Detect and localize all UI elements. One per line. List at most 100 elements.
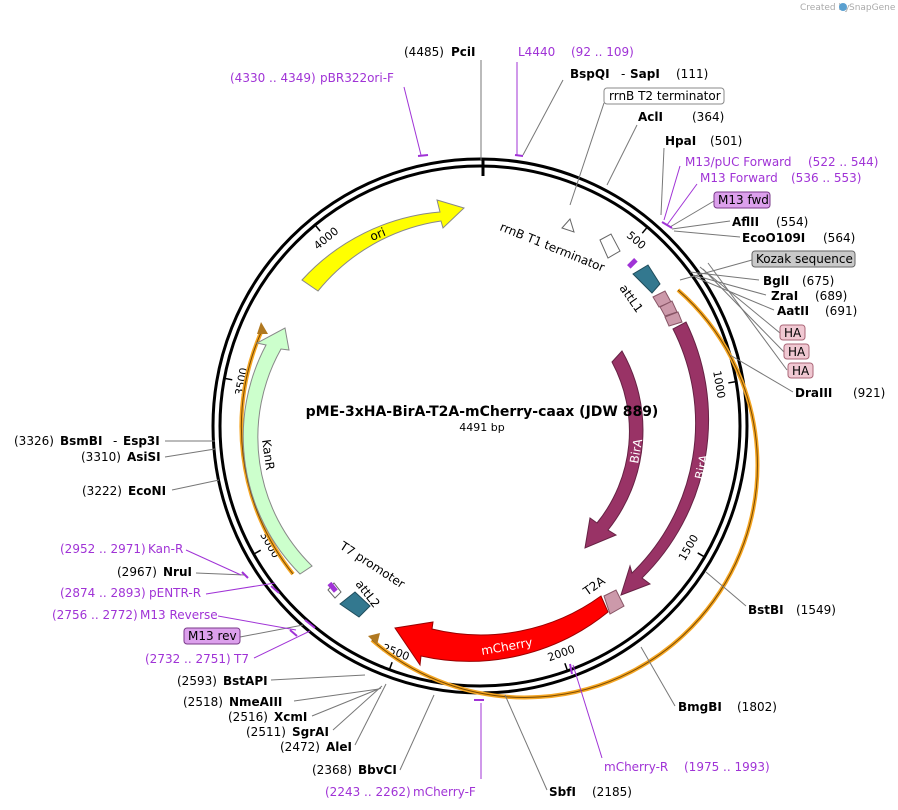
eco0109i-pos: (564): [823, 231, 855, 245]
mcherry-arrow: [394, 595, 609, 667]
site-zrai[interactable]: ZraI (689): [771, 289, 847, 303]
site-alei[interactable]: (2472) AleI: [280, 740, 352, 754]
bstbi-name: BstBI: [748, 603, 784, 617]
bira-inner-label: BirA: [627, 437, 645, 465]
site-m13-forward[interactable]: M13 Forward (536 .. 553): [700, 171, 861, 185]
site-kozak[interactable]: Kozak sequence: [751, 250, 856, 268]
site-bgli[interactable]: BglI (675): [763, 274, 834, 288]
bmgbi-name: BmgBI: [678, 700, 722, 714]
ha-1-box: [779, 324, 806, 341]
site-aatii[interactable]: AatII (691): [777, 304, 857, 318]
orange-bar-main-edge: [371, 289, 758, 698]
sgrai-name: SgrAI: [292, 725, 329, 739]
bstbi-pos: (1549): [796, 603, 836, 617]
t7-name: T7: [233, 652, 249, 666]
site-xcmi[interactable]: (2516) XcmI: [228, 710, 307, 724]
orange-bar-kan-edge: [240, 327, 294, 575]
site-ha-2[interactable]: HA: [783, 343, 810, 360]
aatii-pos: (691): [825, 304, 857, 318]
kan-r-name: Kan-R: [148, 542, 183, 556]
nmeaiii-pos: (2518): [183, 695, 223, 709]
site-rrnb-t2[interactable]: rrnB T2 terminator: [603, 87, 725, 105]
site-nrui[interactable]: (2967) NruI: [117, 565, 192, 579]
site-asisi[interactable]: (3310) AsiSI: [81, 450, 161, 464]
site-pbr322[interactable]: (4330 .. 4349) pBR322ori-F: [230, 71, 394, 85]
site-t7[interactable]: (2732 .. 2751) T7: [145, 652, 249, 666]
tick-3500: [225, 377, 233, 381]
feature-rrnb-t1[interactable]: rrnB T1 terminator: [498, 218, 621, 275]
site-acli[interactable]: AclI (364): [638, 110, 724, 124]
m13-rev-label: M13 rev: [188, 629, 237, 643]
bspqi-name: BspQI: [570, 67, 610, 81]
tick-label-1500: 1500: [676, 532, 701, 563]
tick-label-1000: 1000: [710, 370, 728, 400]
kozak-box: [751, 250, 856, 268]
site-l4440[interactable]: L4440 (92 .. 109): [518, 45, 634, 59]
site-nmeaiii[interactable]: (2518) NmeAIII: [183, 695, 282, 709]
site-m13-fwd-box[interactable]: M13 fwd: [713, 191, 771, 209]
site-hpai[interactable]: HpaI (501): [665, 134, 742, 148]
site-pcii[interactable]: (4485) PciI: [404, 45, 476, 59]
esp3i-name: Esp3I: [123, 434, 160, 448]
sgrai-pos: (2511): [246, 725, 286, 739]
kozak-label: Kozak sequence: [756, 252, 853, 266]
site-m13-rev-box[interactable]: M13 rev: [183, 627, 241, 645]
ori-label: ori: [368, 225, 388, 244]
pbr322-range: (4330 .. 4349): [230, 71, 316, 85]
sapi-name: SapI: [630, 67, 660, 81]
backbone-inner-ring: [218, 164, 742, 688]
site-eco0109i[interactable]: EcoO109I (564): [742, 231, 855, 245]
snapgene-logo-icon: [839, 3, 847, 11]
feature-ha-tags[interactable]: [652, 290, 683, 327]
asisi-pos: (3310): [81, 450, 121, 464]
zrai-pos: (689): [815, 289, 847, 303]
nrui-name: NruI: [163, 565, 192, 579]
primer-marks: [241, 154, 673, 701]
m13puc-range: (522 .. 544): [808, 155, 878, 169]
mcherry-f-range: (2243 .. 2262): [325, 785, 411, 799]
nmeaiii-name: NmeAIII: [229, 695, 282, 709]
feature-attl2[interactable]: attL2: [339, 577, 383, 618]
sbfi-pos: (2185): [592, 785, 632, 799]
site-draiii[interactable]: DraIII (921): [795, 386, 885, 400]
site-econi[interactable]: (3222) EcoNI: [82, 484, 166, 498]
feature-ori[interactable]: ori: [301, 199, 465, 292]
kozak-mark: [627, 258, 638, 269]
bmgbi-pos: (1802): [737, 700, 777, 714]
feature-attl1[interactable]: attL1: [617, 264, 661, 315]
site-ha-1[interactable]: HA: [779, 324, 806, 341]
site-bstapi[interactable]: (2593) BstAPI: [177, 674, 268, 688]
pcii-pos: (4485): [404, 45, 444, 59]
site-kan-r[interactable]: (2952 .. 2971) Kan-R: [60, 542, 183, 556]
rrnb-t1-arrow: [599, 233, 621, 259]
feature-mcherry[interactable]: mCherry: [394, 595, 609, 667]
zrai-name: ZraI: [771, 289, 798, 303]
site-pentr-r[interactable]: (2874 .. 2893) pENTR-R: [60, 586, 201, 600]
ha-2-box: [783, 343, 810, 360]
site-bbvci[interactable]: (2368) BbvCI: [312, 763, 397, 777]
attl1-arrow: [632, 264, 661, 294]
site-m13-reverse[interactable]: (2756 .. 2772) M13 Reverse: [52, 608, 218, 622]
feature-bira-inner[interactable]: BirA: [584, 350, 645, 549]
site-m13puc[interactable]: M13/pUC Forward (522 .. 544): [685, 155, 878, 169]
site-bmgbi[interactable]: BmgBI (1802): [678, 700, 777, 714]
site-bspqi[interactable]: BspQI - SapI (111): [570, 67, 708, 81]
purple-feature-marks: [327, 258, 638, 593]
site-aflii[interactable]: AflII (554): [732, 215, 808, 229]
tick-1500: [697, 552, 705, 558]
site-mcherry-r[interactable]: mCherry-R (1975 .. 1993): [604, 760, 770, 774]
xcmi-pos: (2516): [228, 710, 268, 724]
site-mcherry-f[interactable]: (2243 .. 2262) mCherry-F: [325, 785, 476, 799]
orange-bar-kan-arrowhead: [257, 322, 268, 334]
acli-pos: (364): [692, 110, 724, 124]
site-sgrai[interactable]: (2511) SgrAI: [246, 725, 329, 739]
site-bsmbi[interactable]: (3326) BsmBI - Esp3I: [14, 434, 160, 448]
ha-1-label: HA: [784, 326, 802, 340]
site-ha-3[interactable]: HA: [787, 362, 814, 379]
site-sbfi[interactable]: SbfI (2185): [549, 785, 632, 799]
feature-kanr[interactable]: KanR: [242, 327, 313, 575]
watermark-brand: SnapGene: [849, 3, 896, 13]
feature-bira-outer[interactable]: BirA: [620, 321, 711, 596]
site-bstbi[interactable]: BstBI (1549): [748, 603, 836, 617]
